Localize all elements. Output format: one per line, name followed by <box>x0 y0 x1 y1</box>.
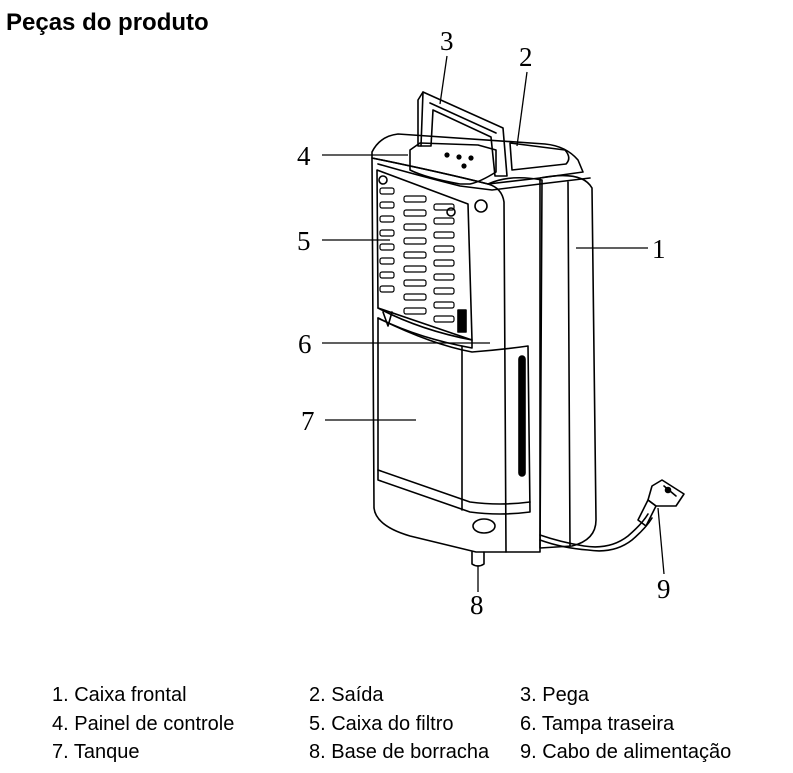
callout-7: 7 <box>301 406 315 436</box>
callout-1: 1 <box>652 234 666 264</box>
callout-3: 3 <box>440 26 454 56</box>
page-title: Peças do produto <box>6 9 209 36</box>
legend-item-8: 8. Base de borracha <box>309 741 490 763</box>
rubber-base <box>471 551 485 567</box>
back-body <box>371 157 543 553</box>
body-corner-edge <box>487 183 507 553</box>
legend-item-3: 3. Pega <box>520 684 589 706</box>
callout-6: 6 <box>298 329 312 359</box>
legend-item-4: 4. Painel de controle <box>52 713 235 735</box>
handle <box>417 91 508 177</box>
legend-item-7: 7. Tanque <box>52 741 140 763</box>
tank <box>377 317 531 515</box>
outlet <box>509 142 570 171</box>
back-cover-notch <box>382 311 393 327</box>
front-case <box>539 174 597 549</box>
back-cover <box>377 307 473 349</box>
filter-case <box>376 169 473 341</box>
corner-knob <box>474 199 488 213</box>
parts-legend: 1. Caixa frontal 2. Saída 3. Pega 4. Pai… <box>0 683 793 773</box>
callout-9: 9 <box>657 574 671 604</box>
callout-2: 2 <box>519 42 533 72</box>
legend-item-9: 9. Cabo de alimentação <box>520 741 732 763</box>
legend-item-1: 1. Caixa frontal <box>52 684 187 706</box>
callout-8: 8 <box>470 590 484 620</box>
callout-5: 5 <box>297 226 311 256</box>
callout-4: 4 <box>297 141 311 171</box>
front-foot-oval <box>472 518 496 534</box>
leader-lines <box>322 55 665 592</box>
control-panel <box>409 142 497 185</box>
power-cord <box>539 479 685 552</box>
product-parts-diagram: 1 2 3 4 5 6 7 8 9 <box>297 26 685 620</box>
legend-item-6: 6. Tampa traseira <box>520 713 675 735</box>
legend-item-2: 2. Saída <box>309 684 384 706</box>
legend-item-5: 5. Caixa do filtro <box>309 713 454 735</box>
dehumidifier-illustration <box>371 91 685 567</box>
